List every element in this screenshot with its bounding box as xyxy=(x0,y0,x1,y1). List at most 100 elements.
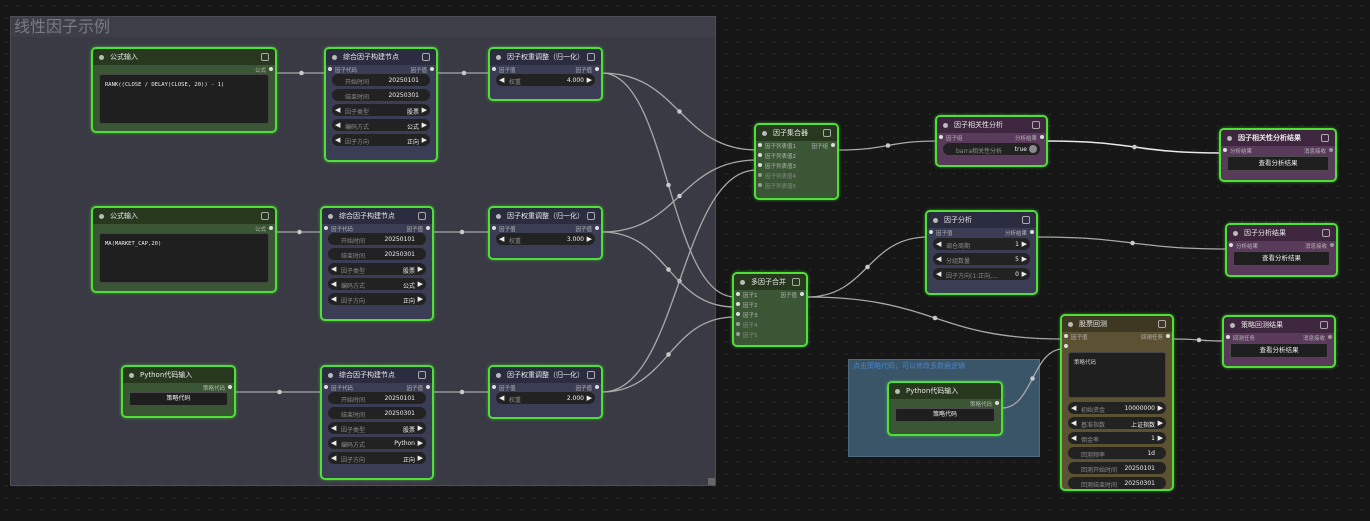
arrow-right-icon[interactable]: ▶ xyxy=(417,295,423,303)
formula-input-node-1[interactable]: 公式输入 公式 RANK((CLOSE / DELAY(CLOSE, 20)) … xyxy=(91,47,277,133)
output-slot-icon[interactable] xyxy=(1328,335,1332,339)
pin-icon[interactable] xyxy=(261,212,269,220)
output-slot-icon[interactable] xyxy=(269,226,273,230)
view-result-button[interactable]: 查看分析结果 xyxy=(1227,156,1329,171)
output-slot-icon[interactable] xyxy=(831,143,835,147)
arrow-right-icon[interactable]: ▶ xyxy=(417,265,423,273)
pin-icon[interactable] xyxy=(792,278,800,286)
output-slot-icon[interactable] xyxy=(228,385,232,389)
collapse-dot-icon[interactable] xyxy=(933,217,938,223)
node-header[interactable]: 综合因子构建节点 xyxy=(326,49,436,65)
pin-icon[interactable] xyxy=(1322,229,1330,237)
arrow-left-icon[interactable]: ◀ xyxy=(331,265,337,273)
arrow-left-icon[interactable]: ◀ xyxy=(1071,404,1077,412)
correlation-result-node[interactable]: 因子相关性分析结果 分析结果消息接收 查看分析结果 xyxy=(1219,128,1337,182)
input-slot-icon[interactable] xyxy=(758,153,762,157)
input-slot-icon[interactable] xyxy=(1223,148,1227,152)
arrow-right-icon[interactable]: ▶ xyxy=(421,136,427,144)
arrow-right-icon[interactable]: ▶ xyxy=(1157,434,1163,442)
arrow-left-icon[interactable]: ◀ xyxy=(499,76,505,84)
collapse-dot-icon[interactable] xyxy=(895,388,900,394)
arrow-right-icon[interactable]: ▶ xyxy=(586,235,592,243)
arrow-left-icon[interactable]: ◀ xyxy=(936,270,942,278)
collapse-dot-icon[interactable] xyxy=(496,213,501,219)
collapse-dot-icon[interactable] xyxy=(328,372,333,378)
input-slot-icon[interactable] xyxy=(328,67,332,71)
pin-icon[interactable] xyxy=(587,53,595,61)
pin-icon[interactable] xyxy=(418,212,426,220)
collapse-dot-icon[interactable] xyxy=(1233,230,1238,236)
output-slot-icon[interactable] xyxy=(995,401,999,405)
arrow-right-icon[interactable]: ▶ xyxy=(1157,419,1163,427)
input-slot-icon[interactable] xyxy=(1226,335,1230,339)
collapse-dot-icon[interactable] xyxy=(943,122,948,128)
arrow-left-icon[interactable]: ◀ xyxy=(331,424,337,432)
input-slot-icon[interactable] xyxy=(758,143,762,147)
node-header[interactable]: 公式输入 xyxy=(93,49,275,65)
benchmark-combo[interactable]: ◀基准指数上证指数▶ xyxy=(1068,417,1166,429)
arrow-left-icon[interactable]: ◀ xyxy=(335,121,341,129)
pin-icon[interactable] xyxy=(1321,134,1329,142)
collapse-dot-icon[interactable] xyxy=(762,130,767,136)
node-header[interactable]: 因子分析 xyxy=(927,212,1036,228)
output-slot-icon[interactable] xyxy=(800,292,804,296)
arrow-right-icon[interactable]: ▶ xyxy=(417,454,423,462)
node-header[interactable]: 多因子合并 xyxy=(734,274,806,290)
output-slot-icon[interactable] xyxy=(595,67,599,71)
python-input-node-1[interactable]: Python代码输入 策略代码 策略代码 xyxy=(121,365,236,418)
collapse-dot-icon[interactable] xyxy=(328,213,333,219)
group-resize-handle[interactable] xyxy=(708,478,715,485)
input-slot-icon[interactable] xyxy=(492,67,496,71)
input-slot-icon[interactable] xyxy=(324,226,328,230)
input-slot-icon[interactable] xyxy=(758,173,762,177)
node-header[interactable]: 公式输入 xyxy=(93,208,275,224)
arrow-right-icon[interactable]: ▶ xyxy=(1021,240,1027,248)
node-header[interactable]: 策略回测结果 xyxy=(1224,317,1334,333)
input-slot-icon[interactable] xyxy=(492,226,496,230)
pin-icon[interactable] xyxy=(422,53,430,61)
output-slot-icon[interactable] xyxy=(426,385,430,389)
output-slot-icon[interactable] xyxy=(1330,243,1334,247)
output-slot-icon[interactable] xyxy=(1040,135,1044,139)
input-slot-icon[interactable] xyxy=(324,385,328,389)
collapse-dot-icon[interactable] xyxy=(496,54,501,60)
arrow-left-icon[interactable]: ◀ xyxy=(331,439,337,447)
node-header[interactable]: 股票回测 xyxy=(1062,316,1172,332)
arrow-left-icon[interactable]: ◀ xyxy=(499,235,505,243)
collapse-dot-icon[interactable] xyxy=(99,54,104,60)
input-slot-icon[interactable] xyxy=(736,312,740,316)
pin-icon[interactable] xyxy=(823,129,831,137)
node-header[interactable]: 因子权重调整（归一化） xyxy=(490,49,601,65)
input-slot-icon[interactable] xyxy=(492,385,496,389)
pin-icon[interactable] xyxy=(1158,320,1166,328)
arrow-right-icon[interactable]: ▶ xyxy=(1157,404,1163,412)
arrow-left-icon[interactable]: ◀ xyxy=(331,454,337,462)
formula-textarea[interactable]: RANK((CLOSE / DELAY(CLOSE, 20)) - 1) xyxy=(99,74,269,124)
arrow-left-icon[interactable]: ◀ xyxy=(936,255,942,263)
factor-direction-field[interactable]: ◀因子方向(1:正向,...0▶ xyxy=(933,268,1030,280)
strategy-input-slot-icon[interactable] xyxy=(1064,344,1068,348)
input-slot-icon[interactable] xyxy=(736,322,740,326)
arrow-right-icon[interactable]: ▶ xyxy=(1021,270,1027,278)
arrow-right-icon[interactable]: ▶ xyxy=(417,280,423,288)
output-slot-icon[interactable] xyxy=(595,385,599,389)
output-slot-icon[interactable] xyxy=(1030,230,1034,234)
view-result-button[interactable]: 查看分析结果 xyxy=(1233,251,1330,266)
node-header[interactable]: 因子相关性分析结果 xyxy=(1221,130,1335,146)
collapse-dot-icon[interactable] xyxy=(332,54,337,60)
node-header[interactable]: 综合因子构建节点 xyxy=(322,208,432,224)
